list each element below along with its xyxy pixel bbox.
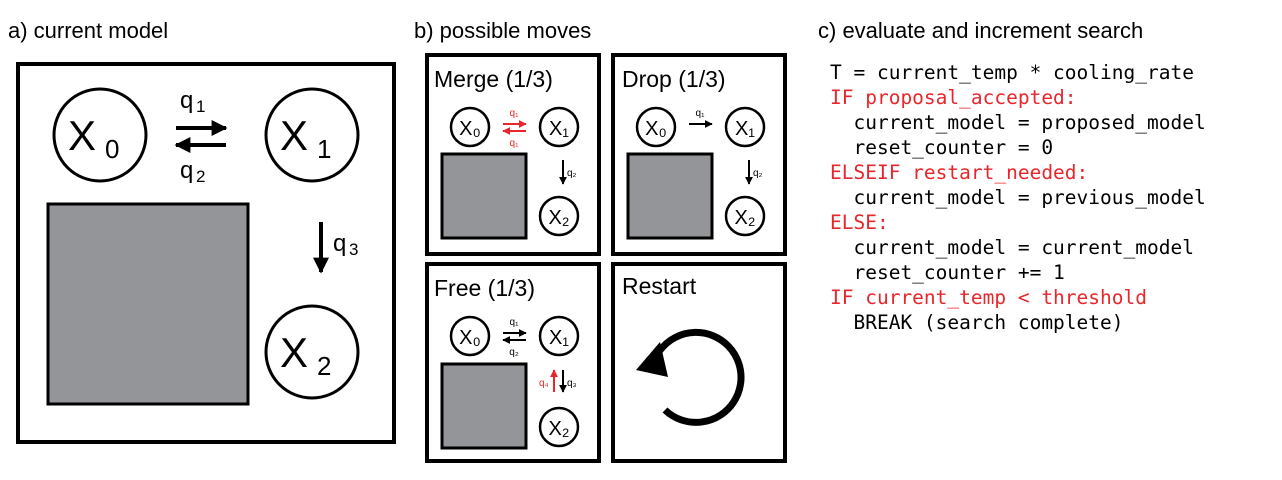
code-line-8: current_model = current_model	[830, 236, 1194, 259]
code-line-4: reset_counter = 0	[830, 136, 1054, 159]
move-free-r3: q₃	[567, 378, 577, 389]
code-line-6: current_model = previous_model	[830, 186, 1206, 209]
move-free-x1: X₁	[549, 327, 569, 349]
move-merge-r3: q₂	[567, 168, 577, 179]
code-line-2: IF proposal_accepted:	[830, 86, 1077, 109]
move-free-r4: q₄	[539, 378, 549, 389]
rate-q3: q	[333, 230, 346, 257]
move-merge-r2: q₁	[510, 138, 520, 149]
panel-a-title: a) current model	[8, 18, 169, 43]
move-drop-x1: X₁	[735, 118, 755, 140]
move-merge-r1: q₁	[510, 108, 520, 119]
move-drop-x2: X₂	[734, 207, 755, 229]
node-x1-sub: 1	[317, 134, 331, 164]
move-drop-r3: q₂	[753, 168, 763, 179]
code-line-7: ELSE:	[830, 211, 889, 234]
pseudocode-block: T = current_temp * cooling_rate IF propo…	[830, 60, 1206, 335]
node-x1-label: X	[280, 112, 308, 159]
rate-q1: q	[180, 87, 193, 114]
move-drop: Drop (1/3) X₀ X₁ X₂ q₁ q₂	[611, 53, 787, 256]
move-merge-x0: X₀	[459, 118, 481, 140]
node-x0-sub: 0	[105, 134, 119, 164]
move-free-x2: X₂	[548, 418, 569, 440]
move-free-title: Free (1/3)	[434, 275, 535, 301]
move-merge-x2: X₂	[548, 207, 569, 229]
move-merge-title: Merge (1/3)	[434, 66, 553, 92]
move-merge-x1: X₁	[549, 118, 569, 140]
move-drop-r1: q₁	[696, 108, 706, 119]
node-x0: X 0	[52, 87, 148, 183]
code-line-1: T = current_temp * cooling_rate	[830, 61, 1194, 84]
code-line-9: reset_counter += 1	[830, 261, 1065, 284]
restart-loop-icon	[648, 328, 745, 426]
move-free-r1: q₁	[510, 317, 520, 328]
node-x0-label: X	[68, 112, 96, 159]
move-free-x0: X₀	[459, 327, 481, 349]
move-merge-block	[440, 152, 528, 240]
rate-q2-sub: 2	[196, 167, 205, 186]
move-drop-x0: X₀	[645, 118, 667, 140]
rate-q3-sub: 3	[349, 240, 358, 259]
code-line-3: current_model = proposed_model	[830, 111, 1206, 134]
node-x2: X 2	[264, 304, 360, 400]
move-drop-block	[626, 152, 714, 240]
restart-arrowhead-icon	[636, 342, 668, 377]
move-free-r2: q₂	[509, 347, 519, 358]
move-merge: Merge (1/3) X₀ X₁ X₂ q₁ q₁ q₂	[425, 53, 601, 256]
code-line-11: BREAK (search complete)	[830, 311, 1124, 334]
panel-b-title: b) possible moves	[414, 18, 592, 43]
move-restart: Restart	[611, 262, 787, 463]
move-free: Free (1/3) X₀ X₁ X₂ q₁ q₂ q₄ q₃	[425, 262, 601, 463]
rate-q2: q	[180, 157, 193, 184]
panel-c-title: c) evaluate and increment search	[818, 18, 1144, 43]
code-line-5: ELSEIF restart_needed:	[830, 161, 1089, 184]
current-model-panel: X 0 X 1 X 2 q 1 q 2 q 3	[16, 62, 396, 444]
rate-q1-sub: 1	[196, 97, 205, 116]
move-free-block	[440, 362, 528, 450]
move-restart-frame	[611, 262, 787, 463]
move-drop-title: Drop (1/3)	[622, 66, 726, 92]
node-x2-sub: 2	[317, 351, 331, 381]
node-x1: X 1	[264, 87, 360, 183]
node-x2-label: X	[280, 329, 308, 376]
move-restart-title: Restart	[622, 273, 697, 299]
diagram-canvas: X 0 X 1 X 2 q 1 q 2 q 3 Merge (1/3) X₀ X…	[16, 53, 787, 463]
code-line-10: IF current_temp < threshold	[830, 286, 1147, 309]
current-model-block	[46, 202, 250, 406]
